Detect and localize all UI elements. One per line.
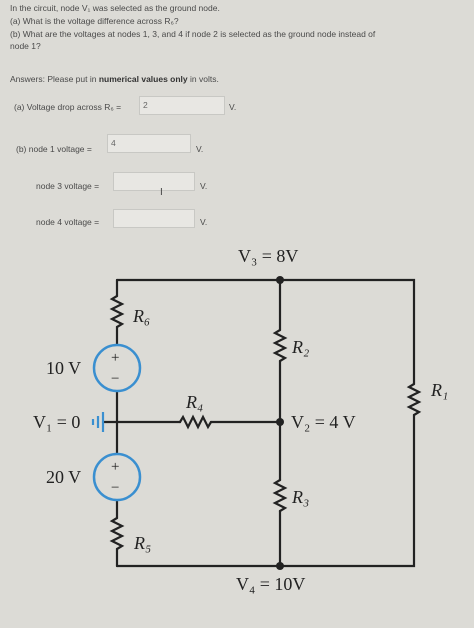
src-top-plus: + [111, 350, 119, 366]
label-src-top: 10 V [46, 358, 81, 378]
label-v3: V₃ = 8V [238, 246, 298, 266]
answer-a-unit: V. [229, 102, 237, 112]
node3-input[interactable] [113, 172, 195, 191]
resistor-r2 [272, 328, 288, 363]
label-r4: R₄ [185, 392, 203, 412]
question-part-a: (a) What is the voltage difference acros… [10, 16, 179, 26]
node4-input[interactable] [113, 209, 195, 228]
wire-right-lower [115, 413, 416, 568]
resistor-r3 [272, 478, 288, 513]
resistor-r4 [178, 414, 213, 430]
label-r6: R₆ [132, 306, 150, 326]
resistor-r1 [406, 382, 422, 417]
answer-b-input[interactable]: 4 [107, 134, 191, 153]
question-intro: In the circuit, node V₁ was selected as … [10, 3, 220, 13]
ground-symbol-icon [91, 412, 105, 432]
src-top-minus: − [111, 371, 119, 387]
node-v4-dot [276, 562, 284, 570]
answer-a-label: (a) Voltage drop across R₆ = [14, 102, 122, 112]
answers-note-prefix: Answers: Please put in [10, 74, 99, 84]
answer-a-input[interactable]: 2 [139, 96, 225, 115]
src-bottom-plus: + [111, 459, 119, 475]
resistor-r5 [109, 516, 125, 551]
voltage-source-top-icon [92, 343, 142, 393]
label-src-bottom: 20 V [46, 467, 81, 487]
label-r2: R₂ [291, 337, 309, 357]
src-bottom-minus: − [111, 480, 119, 496]
wire-top [115, 278, 416, 386]
text-cursor-icon: I [160, 187, 163, 198]
question-part-b-line2: node 1? [10, 41, 41, 51]
node3-unit: V. [200, 181, 208, 191]
answers-note-suffix: in volts. [187, 74, 219, 84]
answers-note: Answers: Please put in numerical values … [10, 74, 219, 84]
answer-b-unit: V. [196, 144, 204, 154]
answer-b-label: (b) node 1 voltage = [16, 144, 92, 154]
label-r1: R₁ [430, 380, 448, 400]
node4-unit: V. [200, 217, 208, 227]
voltage-source-bottom-icon [92, 452, 142, 502]
answers-note-bold: numerical values only [98, 74, 188, 84]
node-v2-dot [276, 418, 284, 426]
node3-label: node 3 voltage = [36, 181, 100, 191]
label-r3: R₃ [291, 487, 309, 507]
label-v2: V₂ = 4 V [291, 412, 356, 432]
label-v1: V₁ = 0 [33, 412, 80, 432]
node-v3-dot [276, 276, 284, 284]
label-v4: V₄ = 10V [236, 574, 305, 594]
node4-label: node 4 voltage = [36, 217, 100, 227]
label-r5: R₅ [133, 533, 151, 553]
question-part-b-line1: (b) What are the voltages at nodes 1, 3,… [10, 29, 376, 39]
resistor-r6 [109, 294, 125, 329]
